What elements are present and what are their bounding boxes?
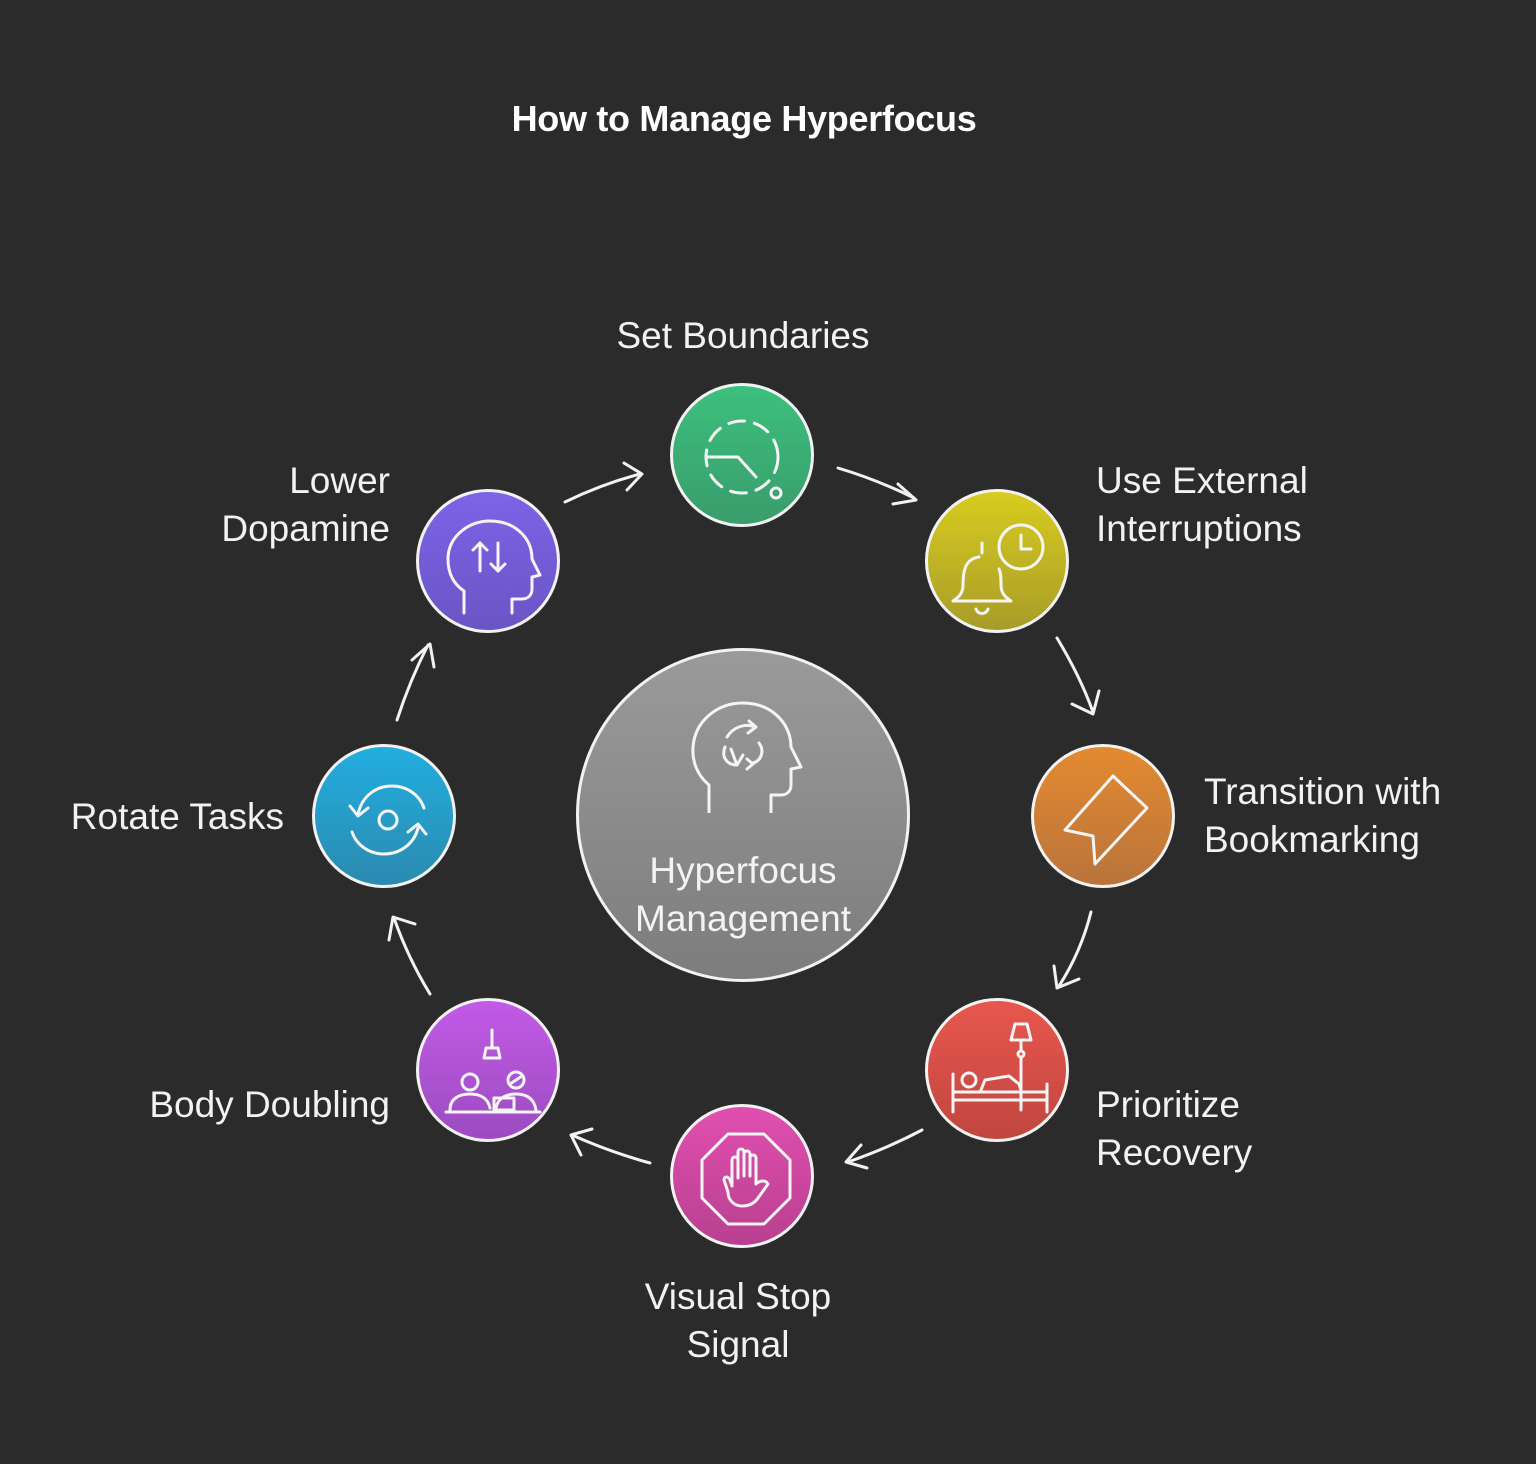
arrow-recovery-to-stop [844,1128,924,1170]
arrow-dopamine-to-set [563,461,644,504]
label-body-doubling: Body Doubling [90,1081,390,1129]
rotate-arrows-icon [348,784,428,856]
label-lower-dopamine: Lower Dopamine [90,457,390,553]
label-line: Dopamine [221,508,390,549]
arrow-body-to-rotate [387,915,432,996]
label-use-external-interruptions: Use External Interruptions [1096,457,1308,553]
node-set-boundaries [670,383,814,527]
bell-clock-icon [951,523,1045,615]
node-visual-stop-signal [670,1104,814,1248]
arrow-transition-to-recovery [1052,910,1093,990]
label-line: Prioritize [1096,1084,1240,1125]
node-lower-dopamine [416,489,560,633]
arrow-rotate-to-dopamine [395,642,436,722]
label-line: Recovery [1096,1132,1253,1173]
head-cycle-icon [691,701,803,813]
center-label: Hyperfocus Management [579,847,907,943]
diagram-title: How to Manage Hyperfocus [511,98,977,139]
center-hub: Hyperfocus Management [576,648,910,982]
center-label-line1: Hyperfocus [649,850,837,891]
node-prioritize-recovery [925,998,1069,1142]
node-use-external-interruptions [925,489,1069,633]
label-line: Signal [686,1324,790,1365]
label-line: Use External [1096,460,1308,501]
arrow-external-to-transition [1055,636,1101,716]
arrow-stop-to-body [569,1127,652,1165]
arrow-set-to-external [836,466,918,506]
label-visual-stop-signal: Visual Stop Signal [588,1273,888,1369]
label-rotate-tasks: Rotate Tasks [0,793,284,841]
label-line: Lower [289,460,390,501]
label-line: Interruptions [1096,508,1302,549]
stop-hand-icon [700,1132,792,1226]
label-line: Set Boundaries [616,315,870,356]
center-label-line2: Management [635,898,851,939]
label-line: Visual Stop [644,1276,832,1317]
dashed-circle-timer-icon [704,419,783,500]
label-transition-with-bookmarking: Transition with Bookmarking [1204,768,1441,864]
head-up-down-icon [446,519,542,615]
label-line: Bookmarking [1204,819,1420,860]
node-body-doubling [416,998,560,1142]
label-line: Rotate Tasks [70,796,284,837]
node-rotate-tasks [312,744,456,888]
label-line: Body Doubling [149,1084,390,1125]
node-transition-with-bookmarking [1031,744,1175,888]
bookmark-icon [1063,774,1149,866]
bed-lamp-icon [951,1022,1049,1114]
label-set-boundaries: Set Boundaries [593,312,893,360]
two-people-desk-icon [444,1028,542,1114]
label-line: Transition with [1204,771,1442,812]
label-prioritize-recovery: Prioritize Recovery [1096,1081,1252,1177]
